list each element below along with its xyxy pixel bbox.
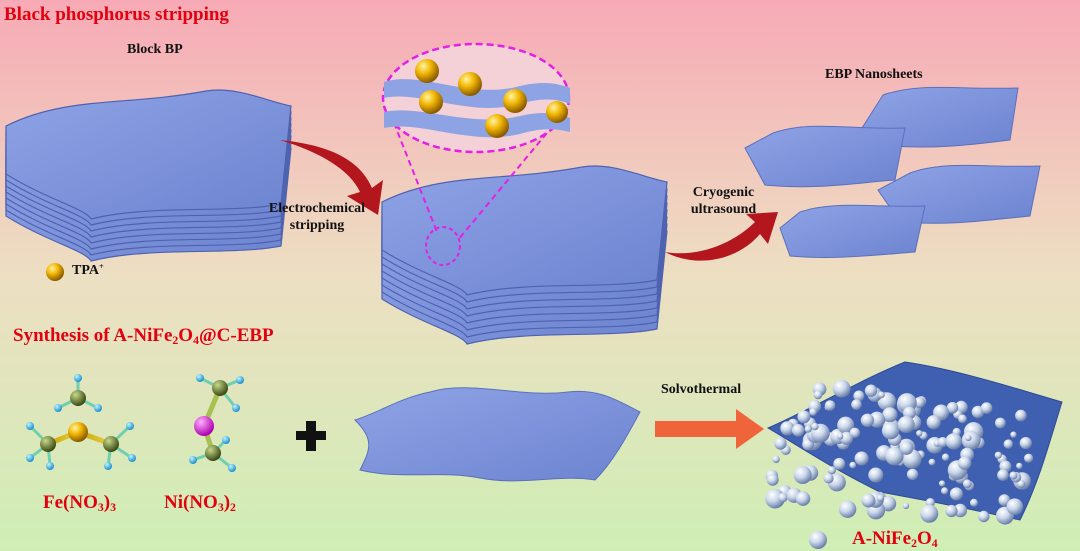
product-pre: A-NiFe <box>852 528 911 549</box>
nanoparticle-sphere <box>796 491 811 506</box>
nanoparticle-sphere <box>774 437 786 449</box>
nanoparticle-sphere <box>814 391 823 400</box>
nanoparticle-sphere <box>833 458 845 470</box>
nanoparticle-sphere <box>824 473 834 483</box>
tpa-sup: + <box>99 262 104 271</box>
nanoparticle-sphere <box>825 400 836 411</box>
nanoparticle-sphere <box>855 452 869 466</box>
nanoparticle-sphere <box>877 494 884 501</box>
nanoparticle-sphere <box>839 501 856 518</box>
nanoparticle-sphere <box>837 433 843 439</box>
nanoparticle-sphere <box>995 418 1006 429</box>
ni-sub2: 2 <box>230 501 236 514</box>
title-mid: O <box>178 325 193 346</box>
nanoparticle-sphere <box>965 435 971 441</box>
label-electrochemical-line1: Electrochemical <box>262 200 372 217</box>
nanoparticle-sphere <box>1020 437 1032 449</box>
nanoparticle-sphere <box>942 454 949 461</box>
block-bp-stack <box>6 90 291 261</box>
nanoparticle-sphere <box>950 487 963 500</box>
intercalated-bp-stack <box>382 166 667 344</box>
nanoparticle-sphere <box>772 456 779 463</box>
label-solvothermal: Solvothermal <box>661 382 741 398</box>
title-post: @C-EBP <box>199 325 274 346</box>
ani-fe2o4-sphere-icon <box>809 531 827 549</box>
nanoparticle-sphere <box>805 426 812 433</box>
label-cryogenic-line1: Cryogenic <box>676 184 771 201</box>
nanoparticle-sphere <box>861 414 874 427</box>
label-ebp-nanosheets: EBP Nanosheets <box>825 67 923 83</box>
nanoparticle-sphere <box>794 466 812 484</box>
nanoparticle-sphere <box>970 499 978 507</box>
nanoparticle-sphere <box>833 380 851 398</box>
nanoparticle-sphere <box>1024 454 1033 463</box>
nanoparticle-sphere <box>878 392 885 399</box>
nanoparticle-sphere <box>939 480 945 486</box>
nanoparticle-sphere <box>898 416 915 433</box>
label-block-bp: Block BP <box>127 42 183 58</box>
nanoparticle-sphere <box>849 462 856 469</box>
nanoparticle-sphere <box>778 493 787 502</box>
nanoparticle-sphere <box>945 505 957 517</box>
label-cryogenic-line2: ultrasound <box>676 201 771 218</box>
label-electrochemical-stripping: Electrochemical stripping <box>262 200 372 234</box>
nanoparticle-sphere <box>916 430 922 436</box>
nanoparticle-sphere <box>862 494 876 508</box>
nanoparticle-sphere <box>978 511 989 522</box>
nanoparticle-sphere <box>903 503 909 509</box>
nanoparticle-sphere <box>792 424 805 437</box>
nanoparticle-sphere <box>997 469 1009 481</box>
product-mid: O <box>917 528 932 549</box>
nanoparticle-sphere <box>958 414 967 423</box>
label-electrochemical-line2: stripping <box>262 217 372 234</box>
nanoparticle-sphere <box>1004 439 1013 448</box>
nanoparticle-sphere <box>941 487 948 494</box>
product-sub2: 4 <box>932 537 938 550</box>
nanoparticle-sphere <box>962 431 981 450</box>
nanoparticle-sphere <box>958 456 971 469</box>
nanoparticle-sphere <box>929 459 936 466</box>
label-ni-nitrate: Ni(NO3)2 <box>164 492 236 515</box>
nanoparticle-sphere <box>1015 410 1027 422</box>
nanoparticle-sphere <box>1009 472 1017 480</box>
nanoparticle-sphere <box>946 433 962 449</box>
nanoparticle-sphere <box>1016 463 1022 469</box>
fe-sub2: 3 <box>110 501 116 514</box>
nanoparticle-sphere <box>767 474 779 486</box>
nanoparticle-sphere <box>811 423 818 430</box>
nanoparticle-sphere <box>809 408 817 416</box>
nanoparticle-sphere <box>882 422 899 439</box>
nanoparticle-sphere <box>868 468 883 483</box>
section-title-synthesis: Synthesis of A-NiFe2O4@C-EBP <box>13 325 274 348</box>
ni-pre: Ni(NO <box>164 492 218 513</box>
nanoparticle-sphere <box>981 402 993 414</box>
nanoparticle-sphere <box>900 441 914 455</box>
nanoparticle-sphere <box>920 505 938 523</box>
nanoparticle-sphere <box>995 452 1002 459</box>
nanoparticle-sphere <box>797 410 810 423</box>
nanoparticle-sphere <box>1010 432 1016 438</box>
nanoparticle-sphere <box>850 428 860 438</box>
label-cryogenic-ultrasound: Cryogenic ultrasound <box>676 184 771 218</box>
nanoparticle-sphere <box>927 415 941 429</box>
nanoparticle-sphere <box>907 469 918 480</box>
tpa-base: TPA <box>72 263 99 278</box>
nanoparticle-sphere <box>963 479 972 488</box>
tpa-sphere-icon <box>46 263 64 281</box>
label-fe-nitrate: Fe(NO3)3 <box>43 492 116 515</box>
nanoparticle-sphere <box>865 385 877 397</box>
section-title-stripping: Black phosphorus stripping <box>4 4 229 26</box>
title-pre: Synthesis of A-NiFe <box>13 325 172 346</box>
nanoparticle-sphere <box>1007 498 1024 515</box>
label-tpa: TPA+ <box>72 262 104 279</box>
nanoparticle-sphere <box>851 399 862 410</box>
label-ani-fe2o4: A-NiFe2O4 <box>852 528 938 551</box>
fe-pre: Fe(NO <box>43 492 98 513</box>
